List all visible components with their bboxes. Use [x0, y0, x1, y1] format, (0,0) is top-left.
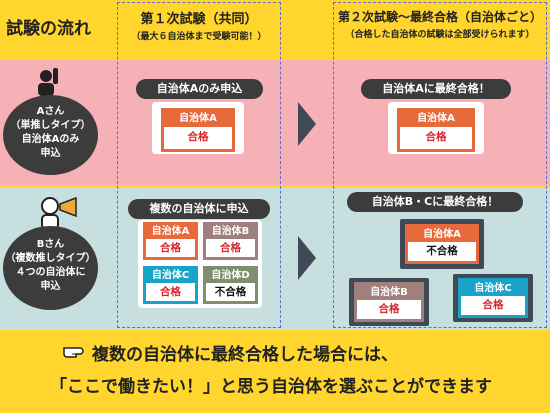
card-result: 合格: [425, 131, 447, 143]
card-result: 合格: [378, 303, 400, 315]
row-b-card-b: 自治体B 合格: [203, 222, 258, 260]
card-result: 合格: [220, 242, 241, 254]
col2-sub: （合格した自治体の試験は全部受けられます）: [345, 30, 535, 40]
card-name: 自治体B: [206, 225, 255, 239]
card-result: 合格: [160, 242, 181, 254]
row-b-card-d: 自治体D 不合格: [203, 266, 258, 304]
message-line2: 「ここで働きたい！」と思う自治体を選ぶことができます: [50, 377, 492, 397]
row-b-apply-label: 複数の自治体に申込: [128, 199, 270, 219]
person-a-badge: Aさん （単推しタイプ） 自治体Aのみ 申込: [3, 95, 98, 175]
person-b-line4: 申込: [40, 281, 61, 292]
row-b-final-card-b: 自治体B 合格: [354, 282, 424, 322]
row-b-final-label: 自治体B・Cに最終合格！: [347, 192, 523, 212]
card-name: 自治体D: [206, 269, 255, 283]
card-result: 不合格: [426, 245, 458, 257]
person-a-line2: （単推しタイプ）: [10, 120, 91, 131]
person-a-icon: [33, 68, 63, 100]
col1-heading: 第１次試験（共同）: [140, 12, 258, 27]
row-b-final-card-c: 自治体C 合格: [458, 278, 528, 318]
person-b-line1: Bさん: [36, 239, 65, 250]
person-b-badge: Bさん （複数推しタイプ） ４つの自治体に 申込: [3, 226, 98, 310]
row-b-final-card-a: 自治体A 不合格: [405, 224, 479, 264]
card-result: 合格: [187, 131, 209, 143]
card-name: 自治体B: [357, 285, 421, 300]
message-band: [0, 330, 550, 413]
person-a-line1: Aさん: [36, 106, 65, 117]
row-a-apply-card: 自治体A 合格: [161, 108, 235, 152]
person-a-line3: 自治体Aのみ: [21, 134, 80, 145]
card-name: 自治体C: [461, 281, 525, 296]
row-b-card-a: 自治体A 合格: [143, 222, 198, 260]
row-b-card-c: 自治体C 合格: [143, 266, 198, 304]
person-a-line4: 申込: [40, 148, 61, 159]
card-name: 自治体C: [146, 269, 195, 283]
row-a-apply-label: 自治体Aのみ申込: [136, 79, 263, 99]
card-name: 自治体A: [400, 111, 472, 127]
card-result: 不合格: [214, 286, 247, 298]
message-line1: 複数の自治体に最終合格した場合には、: [92, 345, 398, 365]
row-a-final-label: 自治体Aに最終合格！: [361, 79, 511, 99]
pointing-hand-icon: [62, 342, 90, 364]
col2-frame: [333, 2, 547, 328]
col1-frame: [117, 2, 281, 328]
person-b-line2: （複数推しタイプ）: [5, 253, 96, 264]
card-result: 合格: [482, 299, 504, 311]
card-name: 自治体A: [408, 227, 476, 242]
person-b-icon: [38, 196, 82, 234]
arrow-right-icon: [298, 102, 316, 146]
row-a-final-card: 自治体A 合格: [397, 108, 475, 152]
person-b-line3: ４つの自治体に: [15, 267, 86, 278]
col2-header: 第２次試験～最終合格（自治体ごと） （合格した自治体の試験は全部受けられます）: [335, 8, 545, 40]
card-name: 自治体A: [164, 111, 232, 127]
col1-sub: （最大６自治体まで受験可能！）: [131, 32, 267, 42]
arrow-right-icon: [298, 236, 316, 280]
col1-header: 第１次試験（共同） （最大６自治体まで受験可能！）: [118, 8, 280, 42]
card-result: 合格: [160, 286, 181, 298]
col2-heading: 第２次試験～最終合格（自治体ごと）: [337, 10, 542, 24]
diagram-title: 試験の流れ: [6, 19, 91, 39]
card-name: 自治体A: [146, 225, 195, 239]
